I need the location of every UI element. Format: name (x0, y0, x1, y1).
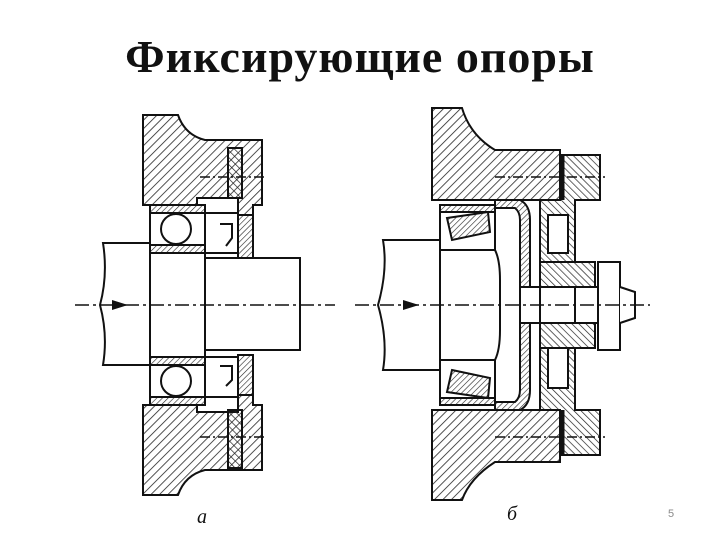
figure-a-ball-upper (160, 213, 192, 245)
figure-a-cap-flange-upper (237, 214, 254, 259)
figure-a-shaft (98, 242, 301, 366)
figure-a-end-cap-upper (227, 147, 243, 199)
slide-title: Фиксирующие опоры (125, 31, 595, 82)
figure-a-ball-lower (160, 365, 192, 397)
figure-b-screw-head (597, 261, 621, 351)
figure-b-fixed-support (355, 107, 650, 501)
figure-a-housing-upper (142, 114, 263, 216)
figure-a-housing-lower (142, 394, 263, 496)
figure-b-axis-arrow (403, 300, 419, 310)
figure-a-cap-flange-lower (237, 354, 254, 396)
figure-a-fixed-support (75, 114, 335, 496)
figure-a-seal-lower (204, 356, 239, 398)
figure-b-roller-lower (445, 368, 492, 400)
figure-b-housing-upper (431, 107, 561, 201)
figure-a-end-cap-lower (227, 409, 243, 469)
figure-b-caption: б (507, 503, 518, 525)
figure-a-seal-upper (204, 212, 239, 254)
figure-b-housing-lower (431, 409, 561, 501)
figure-a-axis-arrow (112, 300, 128, 310)
figure-b-roller-upper (445, 210, 492, 242)
page-number: 5 (668, 508, 675, 520)
figure-a-caption: а (197, 506, 207, 528)
